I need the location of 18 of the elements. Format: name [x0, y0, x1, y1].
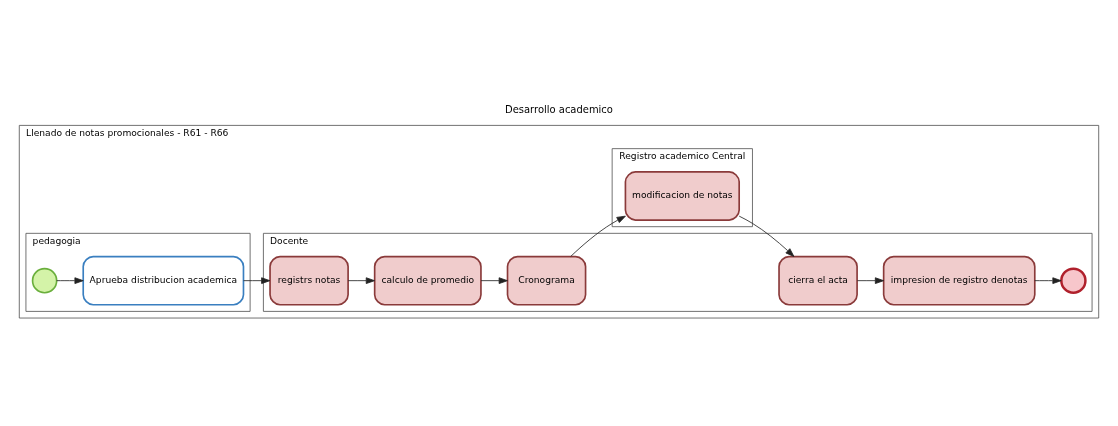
node-circle — [1060, 267, 1087, 294]
node-box: registrs notas — [269, 255, 349, 306]
diagram-title: Desarrollo academico — [505, 103, 613, 115]
arrow — [243, 277, 271, 284]
arrow — [570, 215, 626, 257]
node-box: cierra el acta — [778, 255, 858, 306]
node-box: Aprueba distribucion academica — [82, 255, 245, 306]
node-box: impresion de registro denotas — [882, 255, 1036, 306]
arrow — [1034, 277, 1062, 284]
arrow — [347, 277, 375, 284]
node-box: modificacion de notas — [624, 171, 740, 221]
node-circle — [31, 267, 58, 294]
arrow — [480, 277, 508, 284]
arrow — [856, 277, 885, 284]
arrow — [738, 215, 795, 257]
node-box: Cronograma — [506, 255, 587, 306]
node-box: calculo de promedio — [373, 255, 482, 306]
arrow — [56, 277, 84, 284]
